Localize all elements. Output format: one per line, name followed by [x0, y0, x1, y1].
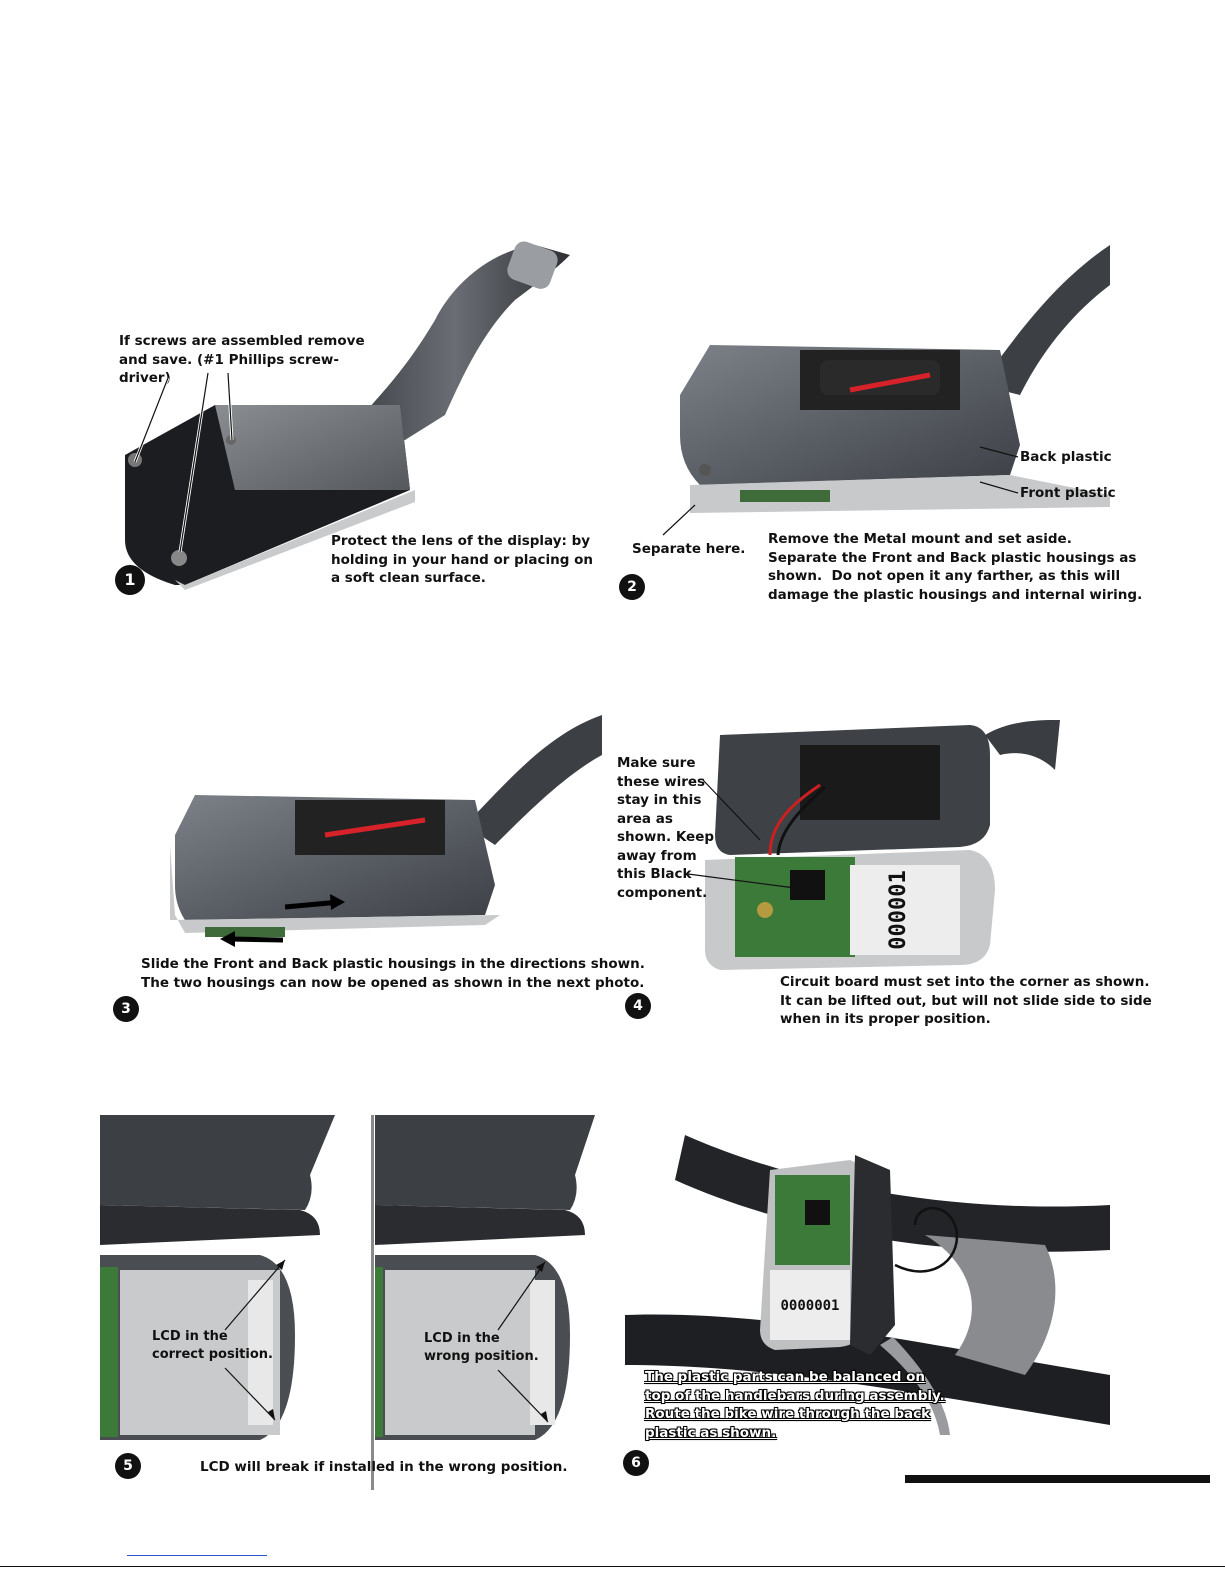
- step-6-caption: The plastic parts can be balanced on top…: [645, 1369, 945, 1441]
- step-2-separate-label: Separate here.: [632, 541, 746, 557]
- step-3-caption: Slide the Front and Back plastic housing…: [141, 956, 645, 991]
- step-2-front-label: Front plastic: [1020, 485, 1116, 501]
- step-5-correct-label: LCD in the correct position.: [152, 1329, 273, 1362]
- step-1-caption: Protect the lens of the display: by hold…: [331, 533, 593, 586]
- step-2-photo: [680, 245, 1110, 535]
- step-3-badge: 3: [113, 996, 139, 1022]
- step-1-badge: 1: [115, 565, 145, 595]
- step-5-photo-wrong: [375, 1115, 601, 1445]
- step-4-badge: 4: [625, 993, 651, 1019]
- step-5-badge: 5: [115, 1453, 141, 1479]
- step-2-caption: Remove the Metal mount and set aside. Se…: [768, 531, 1143, 603]
- step-2-badge: 2: [619, 574, 645, 600]
- step-6-board-serial: 0000001: [780, 1298, 839, 1314]
- step-1-screw-callout: If screws are assembled remove and save.…: [119, 333, 365, 386]
- footer-link-underline: [127, 1555, 267, 1556]
- step-2-back-label: Back plastic: [1020, 449, 1112, 465]
- footer-rule: [0, 1566, 1225, 1567]
- step-5-divider: [371, 1115, 374, 1490]
- step-6-photo: 0000001: [625, 1115, 1110, 1445]
- step-6-badge: 6: [623, 1450, 649, 1476]
- step-4-photo: 000001: [700, 715, 1100, 970]
- step-4-wires-callout: Make sure these wires stay in this area …: [617, 755, 715, 901]
- step-5-photo-correct: [100, 1115, 370, 1445]
- footer-bar: [905, 1475, 1210, 1483]
- step-4-caption: Circuit board must set into the corner a…: [780, 974, 1152, 1027]
- step-4-board-serial: 000001: [886, 870, 911, 949]
- step-5-caption: LCD will break if installed in the wrong…: [200, 1459, 568, 1475]
- step-3-photo: [165, 715, 602, 950]
- step-5-wrong-label: LCD in the wrong position.: [424, 1331, 539, 1364]
